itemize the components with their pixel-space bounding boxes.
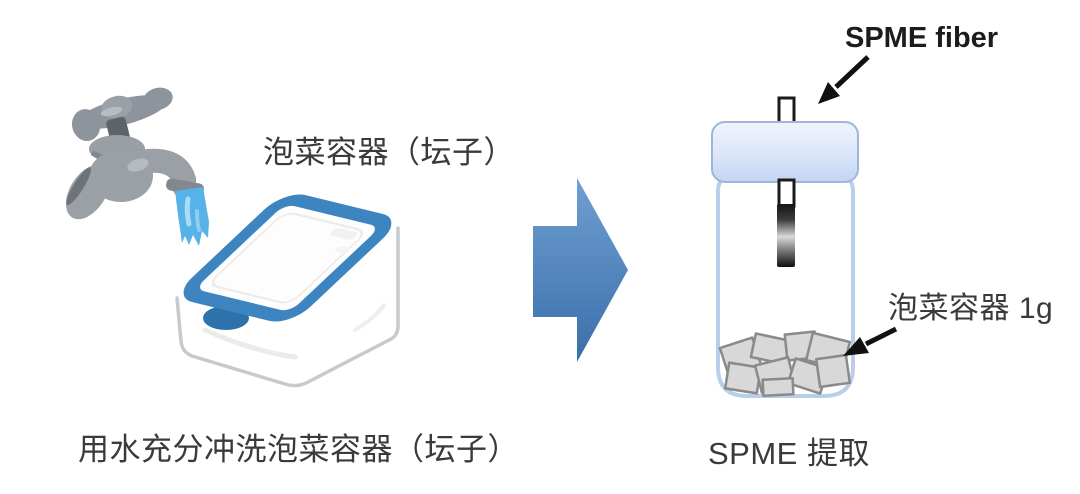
water-stream-icon: [175, 187, 209, 246]
spme-fiber-label: SPME fiber: [845, 22, 999, 54]
sample-pieces-icon: [718, 330, 852, 398]
sample-pointer-arrow-icon: [843, 326, 898, 356]
right-step-caption: SPME 提取: [708, 436, 870, 471]
faucet-icon: [65, 87, 204, 220]
sample-amount-label: 泡菜容器 1g: [888, 292, 1054, 325]
spme-fiber-rod: [777, 204, 795, 267]
pickle-container-icon: [175, 194, 400, 388]
left-step-caption: 用水充分冲洗泡菜容器（坛子）: [78, 432, 519, 467]
container-label: 泡菜容器（坛子）: [263, 135, 515, 170]
vial-cap: [711, 121, 859, 183]
fiber-pointer-arrow-icon: [818, 55, 870, 104]
spme-vial-icon: [711, 96, 859, 398]
process-arrow-right-icon: [533, 178, 628, 362]
